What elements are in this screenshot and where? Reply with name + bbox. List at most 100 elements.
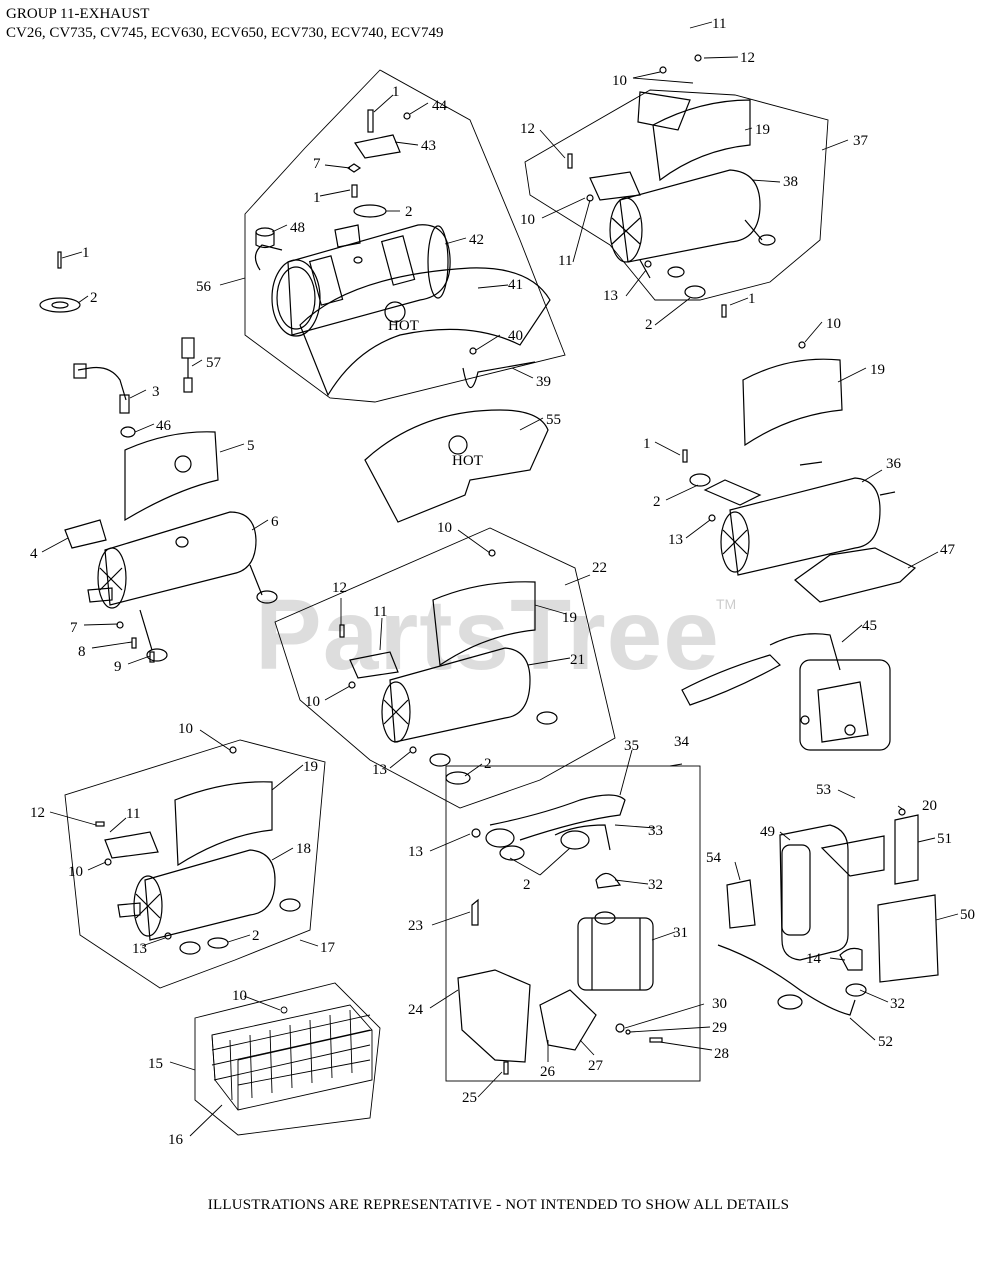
callout-28: 28 (714, 1046, 729, 1062)
left-loose-parts (39, 251, 195, 438)
callout-48: 48 (290, 220, 305, 236)
callout-19-mid: 19 (562, 610, 577, 626)
callout-4: 4 (30, 546, 38, 562)
bracket-54 (726, 879, 756, 929)
callout-23: 23 (408, 918, 423, 934)
screen-cage-15 (211, 1004, 373, 1111)
callout-45: 45 (862, 618, 877, 634)
callout-13-upper: 13 (603, 288, 618, 304)
callout-2-kit: 2 (523, 877, 531, 893)
heat-shield-marking-55: HOT (452, 453, 483, 469)
callout-51: 51 (937, 831, 952, 847)
callout-30: 30 (712, 996, 727, 1012)
boundary-17 (64, 739, 326, 989)
callout-2-low-left: 2 (252, 928, 260, 944)
callout-14: 14 (806, 951, 822, 967)
muffler-assembly-49 (717, 808, 939, 1016)
callout-19-low-left: 19 (303, 759, 318, 775)
callout-52: 52 (878, 1034, 893, 1050)
callout-16: 16 (168, 1132, 184, 1148)
heat-shield-19-right (742, 358, 843, 447)
callout-57: 57 (206, 355, 222, 371)
callout-1-left: 1 (82, 245, 90, 261)
callout-19-right: 19 (870, 362, 885, 378)
callout-2-upper: 2 (645, 317, 653, 333)
callout-17: 17 (320, 940, 336, 956)
boundary-34 (445, 765, 701, 1082)
callout-47: 47 (940, 542, 956, 558)
callout-43: 43 (421, 138, 436, 154)
boundary-22 (274, 527, 616, 809)
callout-54: 54 (706, 850, 722, 866)
callout-33: 33 (648, 823, 663, 839)
callout-19-top: 19 (755, 122, 770, 138)
boundary-56 (244, 69, 566, 403)
heat-shield-5 (124, 431, 219, 522)
bracket-51 (894, 814, 919, 885)
callout-31: 31 (673, 925, 688, 941)
muffler-assembly-56: HOT (254, 109, 551, 397)
callout-41: 41 (508, 277, 523, 293)
callout-37: 37 (853, 133, 869, 149)
callout-11-mid: 11 (373, 604, 387, 620)
callout-22: 22 (592, 560, 607, 576)
callout-55: 55 (546, 412, 561, 428)
callout-46: 46 (156, 418, 172, 434)
watermark-logo: PartsTree (255, 579, 720, 691)
callout-2-right: 2 (653, 494, 661, 510)
group-title: GROUP 11-EXHAUST (6, 6, 150, 22)
callout-13-right: 13 (668, 532, 683, 548)
callout-21: 21 (570, 652, 585, 668)
callout-12-top: 12 (740, 50, 755, 66)
callout-10-upper: 10 (520, 212, 535, 228)
callout-labels: 11 12 10 19 37 38 12 10 11 13 2 1 1 44 4… (30, 16, 975, 1148)
callout-7-top: 7 (313, 156, 321, 172)
callout-10-mid-low: 10 (305, 694, 320, 710)
callout-13-mid: 13 (372, 762, 387, 778)
callout-3: 3 (152, 384, 160, 400)
muffler-assembly-22 (339, 549, 558, 785)
illustration-disclaimer: ILLUSTRATIONS ARE REPRESENTATIVE - NOT I… (207, 1197, 790, 1213)
callout-42: 42 (469, 232, 484, 248)
callout-49: 49 (760, 824, 775, 840)
callout-32-kit: 32 (648, 877, 663, 893)
callout-10-right: 10 (826, 316, 841, 332)
muffler-assembly-45 (681, 633, 891, 751)
muffler-assembly-6 (64, 431, 278, 663)
callout-32-right: 32 (890, 996, 905, 1012)
callout-10-low-left-b: 10 (68, 864, 83, 880)
callout-11-upper: 11 (558, 253, 572, 269)
callout-11-low-left: 11 (126, 806, 140, 822)
callout-15: 15 (148, 1056, 163, 1072)
callout-13-kit: 13 (408, 844, 423, 860)
callout-24: 24 (408, 1002, 424, 1018)
pipe-52 (717, 944, 856, 1016)
callout-1-upper-right: 1 (748, 291, 756, 307)
callout-40: 40 (508, 328, 523, 344)
assembly-boundaries (64, 69, 829, 1136)
watermark-trademark: TM (716, 596, 737, 612)
callout-34: 34 (674, 734, 690, 750)
callout-20: 20 (922, 798, 937, 814)
callout-1-mid: 1 (313, 190, 321, 206)
exhaust-kit-34 (457, 794, 663, 1075)
callout-27: 27 (588, 1058, 604, 1074)
bracket-50 (877, 894, 939, 983)
callout-10-mid: 10 (437, 520, 452, 536)
callout-44: 44 (432, 98, 448, 114)
callout-8: 8 (78, 644, 86, 660)
callout-2-left: 2 (90, 290, 98, 306)
callout-25: 25 (462, 1090, 477, 1106)
heat-shield-41 (299, 267, 551, 397)
callout-12-mid: 12 (332, 580, 347, 596)
callout-10-cage: 10 (232, 988, 247, 1004)
callout-38: 38 (783, 174, 798, 190)
callout-56: 56 (196, 279, 212, 295)
callout-18: 18 (296, 841, 311, 857)
callout-39: 39 (536, 374, 551, 390)
callout-1-top: 1 (392, 84, 400, 100)
callout-12-low-left: 12 (30, 805, 45, 821)
callout-12-upper: 12 (520, 121, 535, 137)
callout-10-top: 10 (612, 73, 627, 89)
callout-5: 5 (247, 438, 255, 454)
